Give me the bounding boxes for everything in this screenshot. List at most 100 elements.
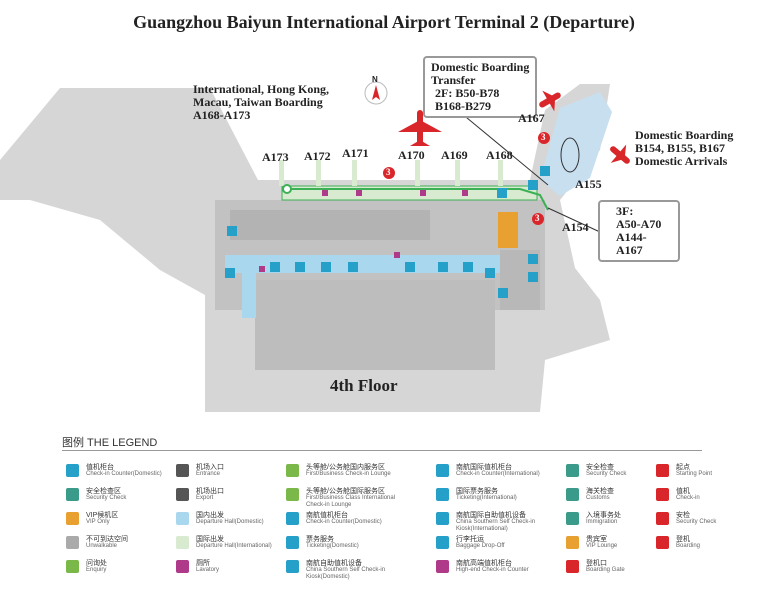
legend-label-cn: 贵宾室 [586, 536, 607, 543]
legend-label-cn: 安全检查区 [86, 488, 121, 495]
legend-label-en: Check-in Counter(Domestic) [306, 519, 382, 525]
legend-title: 图例 THE LEGEND [62, 437, 158, 449]
legend-label-en: Security Check [86, 495, 127, 501]
gate-a168: A168 [486, 148, 513, 162]
legend-label-en: Ticketing(Domestic) [306, 543, 359, 549]
legend-label-cn: 值机 [676, 488, 690, 495]
legend-label-cn: 国际出发 [196, 536, 224, 543]
legend-swatch-icon [656, 488, 669, 501]
legend-swatch-icon [566, 560, 579, 573]
legend-label-cn: 行李托运 [456, 536, 484, 543]
legend-label-cn: 入境事务处 [586, 512, 621, 519]
legend-label-cn: 厕所 [196, 560, 210, 567]
legend-swatch-icon [566, 488, 579, 501]
legend-label-en: Boarding Gate [586, 567, 625, 573]
legend-label-en: Boarding [676, 543, 701, 549]
legend-swatch-icon [286, 536, 299, 549]
legend-label-en: Check-in [676, 495, 700, 501]
legend-label-cn: 起点 [676, 464, 690, 471]
legend-label-cn: 国内出发 [196, 512, 224, 519]
compass-label: N [372, 75, 378, 84]
legend-divider [62, 450, 702, 451]
gate-pier-a168 [498, 160, 503, 186]
legend-label-cn: 安全检查 [586, 464, 614, 471]
legend-label-en: Check-in Counter(Domestic) [86, 471, 162, 477]
step-marker-pier [538, 132, 550, 144]
legend-label-en: Customs [586, 495, 610, 501]
legend-label-en: VIP Lounge [586, 543, 618, 549]
legend-label-en: Starting Point [676, 471, 713, 477]
lavatory-markers [259, 190, 468, 272]
legend-label-cn: 登机口 [586, 560, 607, 567]
legend-swatch-icon [66, 512, 79, 525]
legend-swatch-icon [176, 512, 189, 525]
legend-label-cn: 安检 [676, 512, 690, 519]
legend-label-en: China Southern Self Check-in Kiosk(Domes… [306, 567, 386, 580]
legend-label-en: Security Check [586, 471, 627, 477]
domestic-transfer-box: Domestic Boarding Transfer 2F: B50-B78 B… [423, 56, 538, 118]
step-marker-concourse [383, 167, 395, 179]
legend-swatch-icon [656, 512, 669, 525]
legend-label-cn: 不可到达空间 [86, 536, 128, 543]
legend-label-en: High-end Check-in Counter [456, 567, 529, 573]
legend-label-cn: 值机柜台 [86, 464, 114, 471]
gate-pier-a169 [455, 160, 460, 186]
legend-label-cn: 头等舱/公务舱国内服务区 [306, 464, 385, 471]
legend-label-cn: 票务服务 [306, 536, 334, 543]
legend-swatch-icon [286, 464, 299, 477]
legend-swatch-icon [656, 536, 669, 549]
legend-swatch-icon [286, 512, 299, 525]
legend-label-en: First/Business Check-in Lounge [306, 471, 391, 477]
legend-label-cn: 南航国际值机柜台 [456, 464, 512, 471]
intl-boarding-label: International, Hong Kong,Macau, Taiwan B… [193, 82, 330, 122]
legend-label-cn: 头等舱/公务舱国际服务区 [306, 488, 385, 495]
vip-area [498, 212, 518, 248]
compass-icon [364, 81, 388, 105]
step-marker-hall [532, 213, 544, 225]
legend-swatch-icon [436, 536, 449, 549]
legend-swatch-icon [436, 464, 449, 477]
gate-pier-a172 [316, 160, 321, 186]
legend-swatch-icon [656, 464, 669, 477]
gate-a171: A171 [342, 146, 369, 160]
plane-icon-north [398, 110, 442, 146]
legend-swatch-icon [566, 464, 579, 477]
gate-pier-a173 [279, 160, 284, 186]
gate-pier-a170 [415, 160, 420, 186]
legend-label-cn: 南航高端值机柜台 [456, 560, 512, 567]
connector-2f [454, 107, 549, 186]
facility-markers [225, 166, 550, 298]
legend-swatch-icon [436, 560, 449, 573]
legend-swatch-icon [436, 488, 449, 501]
legend-label-cn: 南航国际自助值机设备 [456, 512, 526, 519]
floor-label: 4th Floor [330, 376, 398, 395]
legend-swatch-icon [66, 560, 79, 573]
legend-swatch-icon [566, 512, 579, 525]
legend-label-en: Departure Hall(International) [196, 543, 272, 549]
domestic-departure-left [242, 270, 256, 318]
gate-a173: A173 [262, 150, 289, 164]
legend-label-cn: 国际票务服务 [456, 488, 498, 495]
gate-a172: A172 [304, 149, 331, 163]
